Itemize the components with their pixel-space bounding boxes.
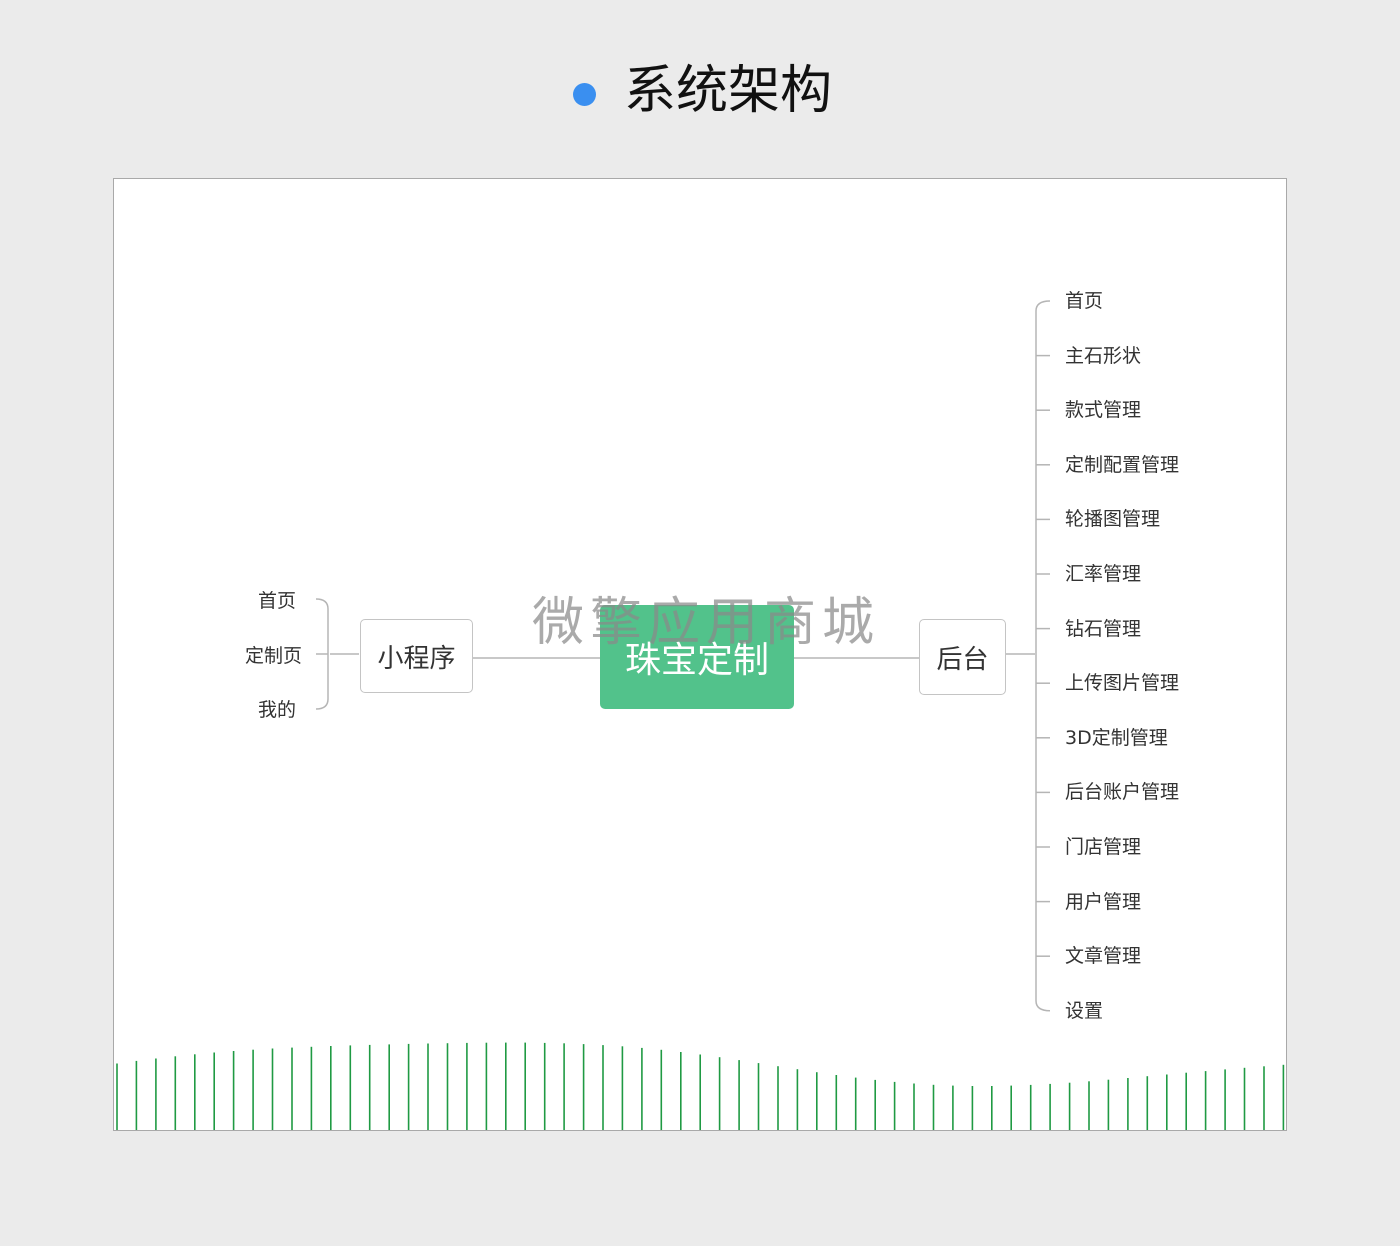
mindmap-panel: 珠宝定制 小程序 后台 首页 定制页 我的 首页主石形状款式管理定制配置管理轮播…: [113, 178, 1287, 1131]
right-leaf-item: 后台账户管理: [1065, 781, 1180, 804]
branch-node-backend-label: 后台: [936, 644, 989, 675]
section-header: 系统架构: [0, 58, 1400, 128]
right-leaf-item: 汇率管理: [1065, 563, 1142, 585]
left-leaf-home: 首页: [257, 590, 296, 612]
right-leaf-item: 门店管理: [1065, 836, 1142, 858]
right-leaf-item: 定制配置管理: [1065, 453, 1180, 476]
right-leaf-item: 用户管理: [1065, 890, 1142, 913]
bullet-dot-icon: [573, 83, 596, 106]
section-title: 系统架构: [624, 61, 833, 121]
left-leaf-mine: 我的: [257, 699, 296, 721]
root-node: 珠宝定制: [600, 605, 794, 709]
right-leaf-item: 文章管理: [1065, 945, 1142, 968]
branch-node-backend: 后台: [919, 619, 1006, 695]
mindmap-connectors: [116, 300, 1285, 1130]
right-leaf-item: 首页: [1065, 290, 1104, 312]
branch-node-miniprogram-label: 小程序: [377, 643, 456, 674]
right-leaf-item: 主石形状: [1065, 344, 1142, 367]
root-node-label: 珠宝定制: [624, 640, 769, 681]
left-leaf-custom-page: 定制页: [244, 645, 302, 667]
right-leaf-item: 3D定制管理: [1065, 726, 1168, 749]
right-leaf-item: 设置: [1065, 999, 1104, 1022]
connector-right-bracket: [1035, 300, 1051, 1012]
right-leaf-item: 钻石管理: [1065, 617, 1142, 640]
branch-node-miniprogram: 小程序: [360, 619, 473, 693]
right-leaf-item: 轮播图管理: [1065, 508, 1161, 531]
right-leaf-item: 款式管理: [1065, 399, 1142, 422]
right-leaf-item: 上传图片管理: [1065, 672, 1180, 695]
